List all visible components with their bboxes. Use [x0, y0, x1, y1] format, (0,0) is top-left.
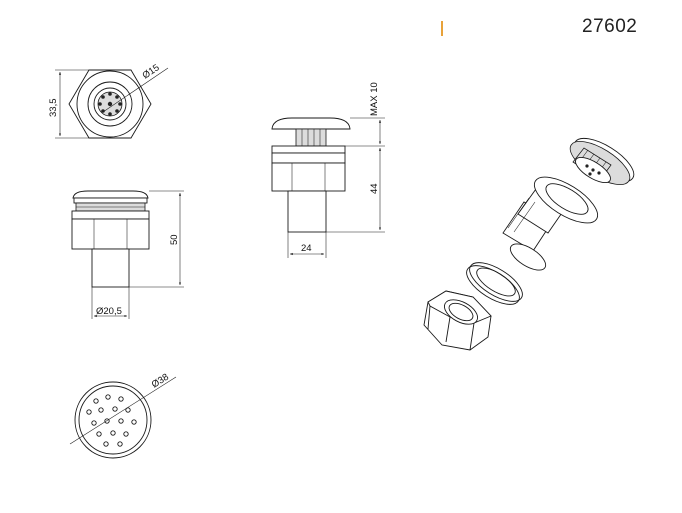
body-part	[502, 176, 598, 271]
washer-part	[466, 262, 523, 305]
dimension-label-diameter-top: Ø15	[141, 62, 162, 81]
flange-circle	[76, 70, 144, 138]
accent-mark	[441, 21, 443, 36]
face-outer-circle	[74, 381, 152, 459]
front-view: 50 Ø20,5	[71, 190, 184, 319]
dimension-label-bottom-diameter: Ø38	[150, 372, 171, 391]
hex-nut-part	[423, 290, 492, 351]
cap-dome-side	[271, 117, 351, 130]
nut-body	[71, 218, 150, 250]
exploded-view	[423, 137, 635, 351]
diameter-leader	[102, 67, 169, 113]
diameter-leader-bottom	[69, 376, 177, 445]
nut-body-side	[271, 162, 346, 192]
dimension-label-side-width: 24	[301, 243, 312, 254]
nozzle-holes	[86, 394, 137, 447]
product-code: 27602	[582, 16, 638, 37]
dimension-label-front-height: 50	[169, 234, 180, 245]
dimension-label-pipe-diameter: Ø20,5	[96, 306, 122, 317]
top-view: Ø15 33,5	[48, 62, 169, 139]
side-view: MAX 10 44 24	[271, 82, 385, 258]
bottom-view: Ø38	[69, 372, 177, 459]
pipe-stub	[91, 248, 130, 288]
cap-part	[569, 137, 635, 185]
dimension-label-side-height: 44	[369, 183, 380, 194]
cap-dome	[72, 190, 149, 199]
grille-teeth	[98, 92, 122, 116]
dimension-label-max: MAX 10	[369, 82, 380, 116]
adjustable-grille-stem	[295, 128, 327, 147]
pipe-stub-side	[287, 190, 327, 233]
dimension-label-height-top: 33,5	[48, 99, 59, 118]
